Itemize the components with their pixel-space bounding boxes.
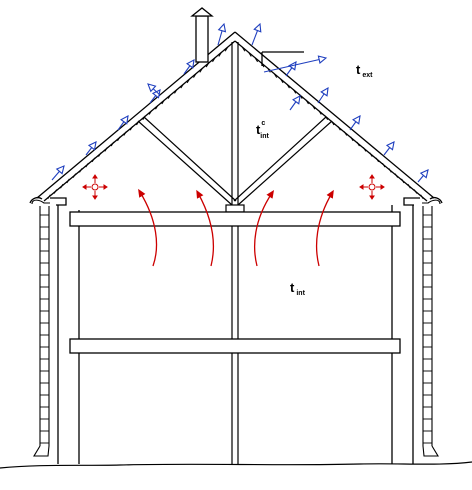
vapor-arrow — [263, 55, 328, 73]
roof-tick — [205, 62, 210, 68]
roof-tick — [66, 178, 70, 184]
downspout-right — [422, 199, 441, 457]
roof-tick — [286, 83, 290, 89]
ground-line — [0, 461, 472, 469]
roof-tick — [254, 57, 259, 63]
downspout-left — [31, 199, 50, 457]
ridge-vent-pipe — [190, 7, 214, 63]
roof-tick — [362, 147, 367, 152]
roof-tick — [72, 173, 77, 178]
roof-trusses — [137, 42, 333, 464]
exterior-walls — [50, 197, 420, 464]
roof-tick — [180, 83, 184, 89]
roof-tick — [420, 194, 424, 199]
roof-tick — [375, 157, 379, 163]
roof-tick — [413, 189, 418, 194]
roof-tick — [248, 52, 252, 57]
roof-tick — [79, 168, 83, 173]
roof-tick — [53, 189, 58, 194]
vapor-arrow — [289, 94, 301, 111]
roof-tick — [212, 57, 216, 63]
vapor-arrow — [285, 60, 297, 77]
roof-tick — [401, 178, 405, 184]
roof-tick — [280, 78, 284, 84]
roof-covering-ticks — [47, 47, 424, 199]
roof-tick — [337, 126, 341, 131]
roof-tick — [167, 94, 172, 99]
roof-tick — [407, 183, 411, 189]
diffusion-icon-left — [82, 174, 108, 200]
vapor-arrow — [147, 83, 161, 96]
vapor-arrow — [183, 58, 195, 75]
roof-tick — [186, 78, 191, 84]
roof-tick — [343, 131, 348, 136]
vapor-arrow — [417, 169, 429, 183]
warm-air-arrows — [138, 188, 334, 267]
roof-tick — [292, 89, 297, 94]
roof-tick — [305, 99, 309, 105]
roof-tick — [324, 115, 329, 120]
roof-tick — [382, 162, 386, 168]
middle-floor-slab — [69, 338, 401, 354]
vapor-arrow — [149, 89, 161, 104]
roof-tick — [117, 136, 121, 142]
roof-tick — [350, 136, 354, 142]
roof-tick — [91, 157, 96, 163]
attic-floor-slab — [69, 211, 401, 227]
diffusion-icon-right — [359, 174, 385, 200]
vapor-arrow — [383, 141, 395, 156]
roof-tick — [47, 194, 51, 199]
roof-tick — [104, 147, 108, 152]
roof-tick — [174, 89, 178, 94]
roof — [29, 31, 443, 204]
warm-air-arrow — [315, 189, 334, 267]
warm-air-arrow — [254, 189, 275, 267]
warm-air-arrow — [138, 188, 158, 267]
vapor-arrow — [349, 114, 361, 131]
roof-tick — [161, 99, 165, 105]
vapor-flow-arrows — [51, 22, 429, 183]
vapor-arrow — [217, 22, 227, 46]
vapor-arrow — [85, 141, 97, 156]
roof-tick — [356, 141, 360, 147]
roof-tick — [311, 104, 316, 110]
roof-tick — [129, 126, 134, 131]
roof-tick — [155, 104, 159, 110]
vapor-arrow — [317, 86, 329, 104]
roof-tick — [148, 110, 153, 115]
roof-tick — [394, 173, 399, 178]
vapor-arrow — [251, 22, 262, 46]
roof-tick — [299, 94, 303, 99]
vapor-arrow — [117, 114, 129, 131]
roof-tick — [123, 131, 127, 136]
roof-tick — [388, 168, 392, 173]
roof-tick — [224, 47, 229, 52]
vapor-arrow — [51, 165, 65, 181]
roof-tick — [241, 47, 246, 52]
roof-tick — [273, 73, 278, 78]
warm-air-arrow — [196, 189, 215, 267]
roof-tick — [60, 183, 64, 189]
roof-tick — [98, 152, 102, 157]
roof-tick — [193, 73, 197, 78]
roof-tick — [110, 141, 115, 147]
roof-tick — [318, 110, 322, 115]
roof-tick — [85, 162, 89, 168]
downspout-brackets — [40, 214, 432, 444]
roof-tick — [199, 68, 203, 73]
roof-tick — [218, 52, 222, 57]
roof-tick — [369, 152, 373, 157]
chimney — [261, 51, 304, 66]
